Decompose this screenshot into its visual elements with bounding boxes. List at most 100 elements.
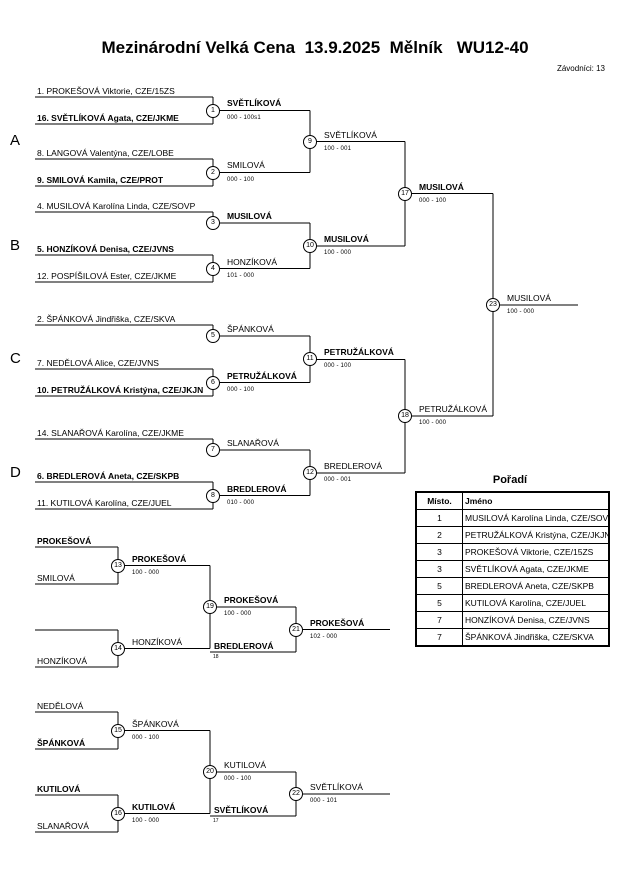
match-winner: PROKEŠOVÁ [224, 595, 279, 605]
match-score: 000 - 100 [132, 735, 160, 741]
match-score: 000 - 100 [227, 177, 255, 183]
match-winner: HONZÍKOVÁ [227, 257, 278, 267]
standings-place: 1 [415, 509, 463, 527]
match-winner: MUSILOVÁ [324, 234, 369, 244]
player-entry: ŠPÁNKOVÁ [37, 738, 86, 748]
match-number: 12 [303, 466, 317, 480]
match-score: 000 - 100 [224, 776, 252, 782]
player-entry: SLANAŘOVÁ [37, 821, 89, 831]
match-score: 000 - 001 [324, 477, 352, 483]
match-number: 19 [203, 600, 217, 614]
match-number: 8 [206, 489, 220, 503]
match-number: 14 [111, 642, 125, 656]
match-number: 9 [303, 135, 317, 149]
match-winner: BREDLEROVÁ [227, 484, 287, 494]
match-number: 3 [206, 216, 220, 230]
match-winner: SLANAŘOVÁ [227, 438, 279, 448]
group-letter-d: D [10, 464, 21, 481]
match-score: 100 - 000 [132, 818, 160, 824]
standings-name: MUSILOVÁ Karolína Linda, CZE/SOVP [462, 509, 610, 527]
match-number: 2 [206, 166, 220, 180]
group-letter-b: B [10, 237, 21, 254]
match-score: 000 - 100 [324, 363, 352, 369]
match-score: 102 - 000 [310, 634, 338, 640]
player-entry: 4. MUSILOVÁ Karolína Linda, CZE/SOVP [37, 201, 196, 211]
match-winner: SMILOVÁ [227, 160, 265, 170]
match-number: 13 [111, 559, 125, 573]
player-entry: SMILOVÁ [37, 573, 75, 583]
standings-row: 3 PROKEŠOVÁ Viktorie, CZE/15ZS [415, 543, 610, 561]
match-score: 100 - 001 [324, 146, 352, 152]
player-entry: 1. PROKEŠOVÁ Viktorie, CZE/15ZS [37, 86, 175, 96]
standings-row: 5 BREDLEROVÁ Aneta, CZE/SKPB [415, 577, 610, 595]
match-score: 000 - 101 [310, 798, 338, 804]
standings-header-name: Jméno [462, 491, 610, 510]
player-entry: 8. LANGOVÁ Valentýna, CZE/LOBE [37, 148, 174, 158]
standings-name: SVĚTLÍKOVÁ Agata, CZE/JKME [462, 560, 610, 578]
match-winner: SVĚTLÍKOVÁ [227, 98, 282, 108]
player-entry: 2. ŠPÁNKOVÁ Jindřiška, CZE/SKVA [37, 314, 176, 324]
match-number: 22 [289, 787, 303, 801]
match-number: 6 [206, 376, 220, 390]
standings-header-place: Místo. [415, 491, 463, 510]
standings-row: 1 MUSILOVÁ Karolína Linda, CZE/SOVP [415, 509, 610, 527]
match-score: 100 - 000 [419, 420, 447, 426]
match-winner: PETRUŽÁLKOVÁ [227, 371, 297, 381]
match-winner: HONZÍKOVÁ [132, 637, 183, 647]
match-number: 15 [111, 724, 125, 738]
player-entry: NEDĚLOVÁ [37, 701, 84, 711]
match-winner: ŠPÁNKOVÁ [132, 719, 179, 729]
match-number: 17 [398, 187, 412, 201]
match-number: 11 [303, 352, 317, 366]
match-winner: ŠPÁNKOVÁ [227, 324, 274, 334]
player-entry: 6. BREDLEROVÁ Aneta, CZE/SKPB [37, 471, 180, 481]
match-number: 1 [206, 104, 220, 118]
match-number: 23 [486, 298, 500, 312]
standings-place: 5 [415, 594, 463, 612]
match-winner: KUTILOVÁ [132, 802, 176, 812]
standings-title: Pořadí [492, 474, 528, 486]
player-entry: KUTILOVÁ [37, 784, 81, 794]
match-winner: PROKEŠOVÁ [310, 618, 365, 628]
standings-row: 5 KUTILOVÁ Karolína, CZE/JUEL [415, 594, 610, 612]
feed-source-match-note: 17 [213, 818, 219, 824]
match-winner: PROKEŠOVÁ [132, 554, 187, 564]
feed-player: SVĚTLÍKOVÁ [214, 805, 269, 815]
standings-place: 7 [415, 611, 463, 629]
standings-name: HONZÍKOVÁ Denisa, CZE/JVNS [462, 611, 610, 629]
standings-name: PETRUŽÁLKOVÁ Kristýna, CZE/JKJN [462, 526, 610, 544]
standings-place: 3 [415, 543, 463, 561]
standings-row: 2 PETRUŽÁLKOVÁ Kristýna, CZE/JKJN [415, 526, 610, 544]
standings-name: BREDLEROVÁ Aneta, CZE/SKPB [462, 577, 610, 595]
match-winner: SVĚTLÍKOVÁ [324, 130, 377, 140]
player-entry: 11. KUTILOVÁ Karolína, CZE/JUEL [37, 498, 172, 508]
standings-name: KUTILOVÁ Karolína, CZE/JUEL [462, 594, 610, 612]
match-number: 5 [206, 329, 220, 343]
player-entry: 10. PETRUŽÁLKOVÁ Kristýna, CZE/JKJN [37, 385, 204, 395]
standings-place: 7 [415, 628, 463, 647]
match-score: 000 - 100 [419, 198, 447, 204]
match-number: 4 [206, 262, 220, 276]
match-winner: MUSILOVÁ [227, 211, 272, 221]
standings-table: Místo. Jméno 1 MUSILOVÁ Karolína Linda, … [415, 491, 610, 647]
match-score: 100 - 000 [507, 309, 535, 315]
match-winner: PETRUŽÁLKOVÁ [419, 404, 488, 414]
match-number: 10 [303, 239, 317, 253]
match-number: 20 [203, 765, 217, 779]
match-score: 100 - 000 [132, 570, 160, 576]
match-score: 101 - 000 [227, 273, 255, 279]
participants-count: Závodníci: 13 [556, 64, 605, 73]
match-score: 000 - 100s1 [227, 115, 261, 121]
standings-name: ŠPÁNKOVÁ Jindřiška, CZE/SKVA [462, 628, 610, 647]
feed-source-match-note: 18 [213, 654, 219, 660]
match-score: 000 - 100 [227, 387, 255, 393]
match-winner: KUTILOVÁ [224, 760, 267, 770]
player-entry: 14. SLANAŘOVÁ Karolína, CZE/JKME [37, 428, 184, 438]
match-number: 16 [111, 807, 125, 821]
standings-row: 7 HONZÍKOVÁ Denisa, CZE/JVNS [415, 611, 610, 629]
match-winner: MUSILOVÁ [507, 293, 551, 303]
player-entry: 7. NEDĚLOVÁ Alice, CZE/JVNS [37, 358, 159, 368]
match-winner: MUSILOVÁ [419, 182, 464, 192]
standings-row: 3 SVĚTLÍKOVÁ Agata, CZE/JKME [415, 560, 610, 578]
